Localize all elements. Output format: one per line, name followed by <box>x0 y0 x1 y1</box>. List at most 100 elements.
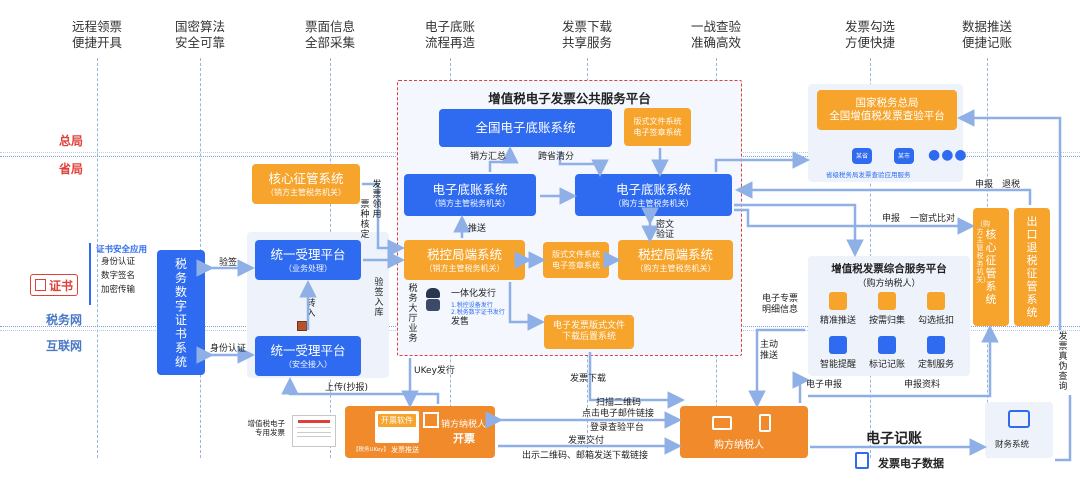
accept-biz-box: 统一受理平台 （业务处理） <box>255 240 361 280</box>
national-check-l2: 全国增值税发票查验平台 <box>829 110 945 122</box>
national-ledger-label: 全国电子底账系统 <box>475 120 576 135</box>
monitor-icon <box>829 336 847 354</box>
level-shuiwuwang: 税务网 <box>46 313 83 327</box>
lbl-push: 推送 <box>468 224 487 234</box>
export-levy-box: 出口退税征管系统 <box>1014 208 1050 326</box>
ledger-seller-sub: （销方主管税务机关） <box>430 198 510 208</box>
seller-name: 销方纳税人 <box>441 420 487 430</box>
lbl-identity: 身份认证 <box>210 344 247 354</box>
ticket-icon <box>927 292 945 310</box>
layout-sign-top-l1: 版式文件系统 <box>633 117 682 126</box>
seller-software: 开票软件 <box>378 414 416 427</box>
svc-custom: 定制服务 <box>913 336 959 370</box>
core-levy-right-sub: （购方主管税务机关） <box>976 220 990 284</box>
guide-1 <box>97 58 98 458</box>
e-bookkeeping: 电子记账 <box>866 431 922 447</box>
download-sys-l1: 电子发票版式文件 <box>552 321 625 331</box>
seller-act: 开票 <box>453 432 475 445</box>
svc-region <box>808 256 970 376</box>
lbl-deliver: 发票交付 <box>568 436 605 446</box>
laptop-icon <box>712 416 732 430</box>
svc-mark: 标记记账 <box>864 336 910 370</box>
issue-item-2: 2.税务数字证书发行 <box>451 309 505 316</box>
lbl-upload: 上传(抄报) <box>325 383 369 393</box>
benefit-6: 一战查验 准确高效 <box>690 19 741 50</box>
layout-sign-mid: 版式文件系统 电子签章系统 <box>543 242 609 278</box>
cert-app-3: 加密传输 <box>101 285 136 295</box>
lbl-verify: 验证 <box>656 230 675 240</box>
cert-badge: 证书 <box>30 274 78 296</box>
chip-city-label: 某市 <box>897 152 910 160</box>
lbl-declare2: 申报 <box>882 214 901 224</box>
qr-icon <box>423 412 439 428</box>
lbl-truth-check: 发票真伪查询 <box>1058 332 1068 392</box>
download-sys-box: 电子发票版式文件 下载后置系统 <box>544 315 634 349</box>
national-check-box: 国家税务总局 全国增值税发票查验平台 <box>817 90 957 130</box>
tax-buyer-sub: （购方主管税务机关） <box>635 263 716 273</box>
svc-item-1: 精准推送 <box>819 316 856 326</box>
cert-icon <box>34 279 46 291</box>
cert-apps-title: 证书安全应用 <box>96 245 148 255</box>
lbl-active-push: 主动 推送 <box>760 340 779 361</box>
one-issue-label: 一体化发行 <box>451 289 497 299</box>
core-levy-left-box: 核心征管系统 （销方主管税务机关） <box>252 164 360 204</box>
lbl-scan: 扫描二维码 <box>596 398 642 408</box>
accept-secure-box: 统一受理平台 （安全接入） <box>255 336 361 376</box>
ledger-seller-title: 电子底账系统 <box>432 181 508 197</box>
core-levy-right-box: 核心征管系统 （购方主管税务机关） <box>973 208 1009 326</box>
chip-caption: 省级税务局发票查验应用服务 <box>826 171 911 179</box>
tax-seller-title: 税控局端系统 <box>426 246 502 262</box>
paper-invoice-label: 增值税电子 专用发票 <box>247 419 286 437</box>
benefit-5: 发票下载 共享服务 <box>561 19 612 50</box>
dispatch-label: 发售 <box>451 317 470 327</box>
hand-icon <box>878 292 896 310</box>
layout-sign-top-l2: 电子签章系统 <box>633 128 682 137</box>
benefit-1: 远程领票 便捷开具 <box>71 19 122 50</box>
download-sys-l2: 下载后置系统 <box>561 332 616 342</box>
invoice-data-icon <box>855 452 869 469</box>
layout-sign-mid-l1: 版式文件系统 <box>552 250 600 259</box>
tax-buyer-box: 税控局端系统 （购方主管税务机关） <box>618 240 733 280</box>
phone-icon <box>759 414 771 432</box>
transfer-label: 转入 <box>306 299 316 319</box>
lbl-verify-store: 验签入库 <box>374 278 384 318</box>
cert-sys-label: 税务数字证书系统 <box>174 256 187 369</box>
more-dots: ●●● <box>928 147 968 163</box>
core-levy-right-title: 核心征管系统 <box>985 228 997 306</box>
svc-title: 增值税发票综合服务平台 <box>831 263 947 275</box>
lbl-invoice-dl: 发票下载 <box>570 374 607 384</box>
lbl-ticket-kind: 票种核定 <box>360 200 370 240</box>
ledger-buyer-box: 电子底账系统 （购方主管税务机关） <box>575 174 732 216</box>
svc-item-6: 定制服务 <box>917 360 954 370</box>
lbl-ukey-issue: UKey发行 <box>414 366 455 376</box>
firewall-icon <box>297 321 307 331</box>
ledger-seller-box: 电子底账系统 （销方主管税务机关） <box>404 174 536 216</box>
svc-collect: 按需归集 <box>864 292 910 326</box>
lbl-ticket-use: 发票领用 <box>372 180 382 220</box>
buyer-box: 购方纳税人 <box>680 406 808 458</box>
lbl-cipher: 密文 <box>656 220 675 230</box>
document-icon <box>878 336 896 354</box>
svc-item-4: 智能提醒 <box>819 360 856 370</box>
lbl-one-window: 一窗式比对 <box>910 214 956 224</box>
cert-badge-label: 证书 <box>48 278 73 293</box>
lbl-e-declare: 电子申报 <box>806 380 843 390</box>
settings-icon <box>927 336 945 354</box>
finance-label: 财务系统 <box>995 440 1030 450</box>
tax-seller-box: 税控局端系统 （销方主管税务机关） <box>404 240 525 280</box>
tax-seller-sub: （销方主管税务机关） <box>424 263 505 273</box>
layout-sign-top: 版式文件系统 电子签章系统 <box>624 108 691 146</box>
svc-remind: 智能提醒 <box>815 336 861 370</box>
seller-monitor: 开票软件 <box>375 411 419 443</box>
ledger-buyer-sub: （购方主管税务机关） <box>613 198 694 208</box>
svc-precise-push: 精准推送 <box>815 292 861 326</box>
benefit-4: 电子底账 流程再造 <box>424 19 475 50</box>
platform-title: 增值税电子发票公共服务平台 <box>488 91 651 106</box>
lbl-cross-split: 跨省清分 <box>538 152 575 162</box>
core-levy-left-title: 核心征管系统 <box>268 170 344 186</box>
cert-apps-box: 证书安全应用 身份认证 数字签名 加密传输 <box>89 243 153 305</box>
cert-app-2: 数字签名 <box>101 271 136 281</box>
seller-ukey: 【税务UKey】 <box>353 447 389 453</box>
benefit-2: 国密算法 安全可靠 <box>174 19 225 50</box>
